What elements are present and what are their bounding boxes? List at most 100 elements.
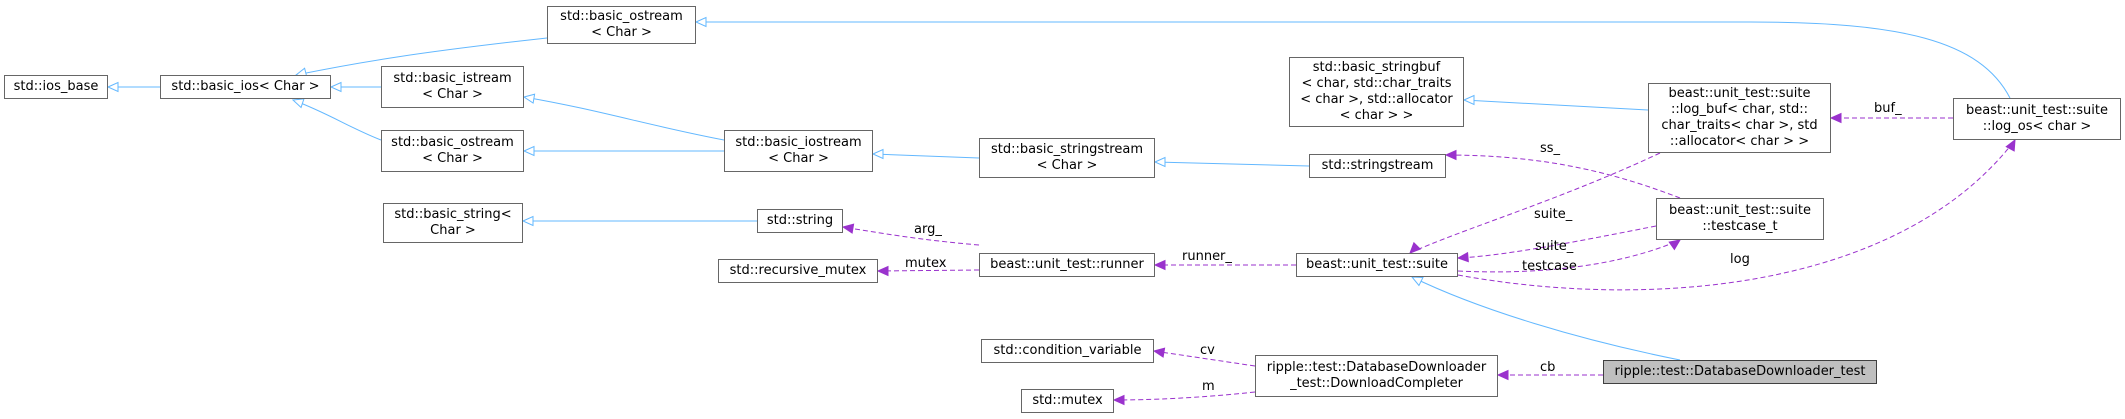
- node-text: std::basic_stringbuf: [1312, 60, 1441, 75]
- edge-log-buf-suite-to-suite: [1409, 152, 1661, 254]
- edge-runner-mutex-to-recursive-mutex: [877, 269, 980, 272]
- edge-iostream-to-istream: [523, 96, 725, 141]
- node-recursive-mutex[interactable]: std::recursive_mutex: [718, 259, 878, 283]
- node-text: ::testcase_t: [1702, 219, 1778, 234]
- edge-suite-testcase-to-testcase-t: [1457, 239, 1681, 273]
- node-basic-stringstream[interactable]: std::basic_stringstream < Char >: [979, 138, 1155, 178]
- arrowhead: [841, 223, 855, 234]
- node-text: std::basic_ios< Char >: [171, 79, 320, 94]
- node-text: ::log_os< char >: [1982, 119, 2092, 134]
- node-text: beast::unit_test::suite: [1966, 103, 2108, 118]
- node-log-buf[interactable]: beast::unit_test::suite ::log_buf< char,…: [1648, 83, 1831, 153]
- arrowhead: [1410, 276, 1424, 287]
- edge-runner-arg-to-string: [842, 226, 980, 246]
- edge-stringstream-to-basic-stringstream: [1154, 161, 1310, 167]
- node-text: std::stringstream: [1321, 158, 1434, 173]
- node-log-os[interactable]: beast::unit_test::suite ::log_os< char >: [1953, 98, 2121, 140]
- edge-ostream-mid-to-basic-ios: [292, 99, 382, 141]
- node-text: std::basic_ostream: [560, 9, 683, 24]
- arrowhead: [876, 265, 889, 277]
- node-text: std::basic_stringstream: [990, 142, 1143, 157]
- node-basic-string[interactable]: std::basic_string< Char >: [383, 203, 523, 243]
- arrowhead: [522, 93, 536, 104]
- node-condition-variable[interactable]: std::condition_variable: [981, 339, 1154, 363]
- node-suite[interactable]: beast::unit_test::suite: [1296, 253, 1458, 277]
- node-basic-ostream-top[interactable]: std::basic_ostream < Char >: [547, 6, 696, 44]
- node-text: beast::unit_test::suite: [1668, 86, 1811, 101]
- node-text: ::allocator< char > >: [1669, 134, 1810, 149]
- arrowhead: [2005, 138, 2016, 152]
- node-basic-stringbuf[interactable]: std::basic_stringbuf < char, std::char_t…: [1289, 57, 1464, 127]
- edge-stringstream-to-iostream: [872, 153, 980, 159]
- node-text: ripple::test::DatabaseDownloader_test: [1614, 364, 1866, 379]
- node-mutex[interactable]: std::mutex: [1021, 389, 1114, 413]
- node-stringstream[interactable]: std::stringstream: [1309, 154, 1446, 178]
- node-basic-istream[interactable]: std::basic_istream < Char >: [381, 66, 524, 108]
- node-text: beast::unit_test::suite: [1669, 203, 1811, 218]
- arrowhead: [1112, 394, 1125, 406]
- node-basic-iostream[interactable]: std::basic_iostream < Char >: [724, 130, 873, 172]
- node-text: std::basic_string<: [394, 207, 512, 222]
- edge-log-buf-to-basic-stringbuf: [1463, 99, 1649, 111]
- arrowhead: [329, 81, 342, 93]
- node-text: std::basic_ostream: [391, 135, 514, 150]
- edge-label-testcase: testcase: [1522, 259, 1577, 274]
- edge-testcase-suite-to-suite: [1457, 225, 1657, 259]
- node-download-completer[interactable]: ripple::test::DatabaseDownloader _test::…: [1255, 355, 1498, 397]
- edge-db-test-to-suite: [1411, 276, 1681, 361]
- arrowhead: [1456, 251, 1469, 263]
- edge-label-ss: ss_: [1540, 141, 1561, 156]
- node-text: std::ios_base: [13, 79, 99, 94]
- edge-label-log: log: [1730, 252, 1750, 267]
- edge-suite-log-to-log-os: [1457, 139, 2016, 291]
- arrowhead: [1153, 156, 1166, 168]
- node-text: ripple::test::DatabaseDownloader: [1266, 360, 1487, 375]
- node-database-downloader-test[interactable]: ripple::test::DatabaseDownloader_test: [1603, 360, 1877, 384]
- node-text: < Char >: [422, 151, 483, 166]
- arrowhead: [522, 145, 535, 157]
- node-testcase-t[interactable]: beast::unit_test::suite ::testcase_t: [1656, 198, 1824, 240]
- arrowhead: [1496, 369, 1509, 381]
- edge-completer-cv-to-condition-variable: [1153, 350, 1256, 367]
- arrowhead: [1409, 241, 1422, 254]
- edge-label-m: m: [1202, 379, 1215, 394]
- edge-label-buf: buf_: [1874, 101, 1902, 116]
- arrowhead: [694, 16, 707, 28]
- node-text: < char > >: [1339, 108, 1414, 123]
- node-text: < Char >: [422, 87, 483, 102]
- node-basic-ios[interactable]: std::basic_ios< Char >: [160, 75, 331, 99]
- arrowhead: [1829, 112, 1842, 124]
- arrowhead: [291, 98, 305, 109]
- edge-ostream-top-to-basic-ios: [295, 37, 548, 76]
- node-text: < char >, std::allocator: [1300, 92, 1453, 107]
- arrowhead: [1668, 239, 1681, 251]
- edge-label-cb: cb: [1540, 360, 1555, 375]
- node-string[interactable]: std::string: [757, 209, 843, 233]
- edge-testcase-ss-to-stringstream: [1445, 154, 1681, 199]
- arrowhead: [106, 81, 119, 93]
- node-text: < char, std::char_traits: [1301, 76, 1452, 91]
- node-basic-ostream-mid[interactable]: std::basic_ostream < Char >: [381, 130, 524, 172]
- node-text: std::mutex: [1032, 393, 1103, 408]
- node-text: < Char >: [768, 151, 829, 166]
- arrowhead: [1462, 94, 1475, 106]
- edge-label-suite-b: suite_: [1535, 239, 1574, 254]
- node-text: ::log_buf< char, std::: [1670, 102, 1808, 117]
- node-runner[interactable]: beast::unit_test::runner: [979, 253, 1155, 277]
- node-text: _test::DownloadCompleter: [1290, 376, 1463, 391]
- node-ios-base[interactable]: std::ios_base: [4, 75, 108, 99]
- node-text: char_traits< char >, std: [1661, 118, 1818, 133]
- node-text: < Char >: [1036, 158, 1098, 173]
- edge-label-runner: runner_: [1182, 249, 1232, 264]
- node-text: Char >: [430, 223, 476, 238]
- edge-label-arg: arg_: [914, 222, 942, 237]
- node-text: < Char >: [591, 25, 652, 40]
- edge-label-suite-a: suite_: [1534, 207, 1573, 222]
- arrowhead: [871, 148, 884, 160]
- edge-label-cv: cv: [1200, 343, 1215, 358]
- arrowhead: [1153, 259, 1166, 271]
- arrowhead: [521, 215, 534, 227]
- edge-log-os-to-ostream-top: [696, 21, 2011, 99]
